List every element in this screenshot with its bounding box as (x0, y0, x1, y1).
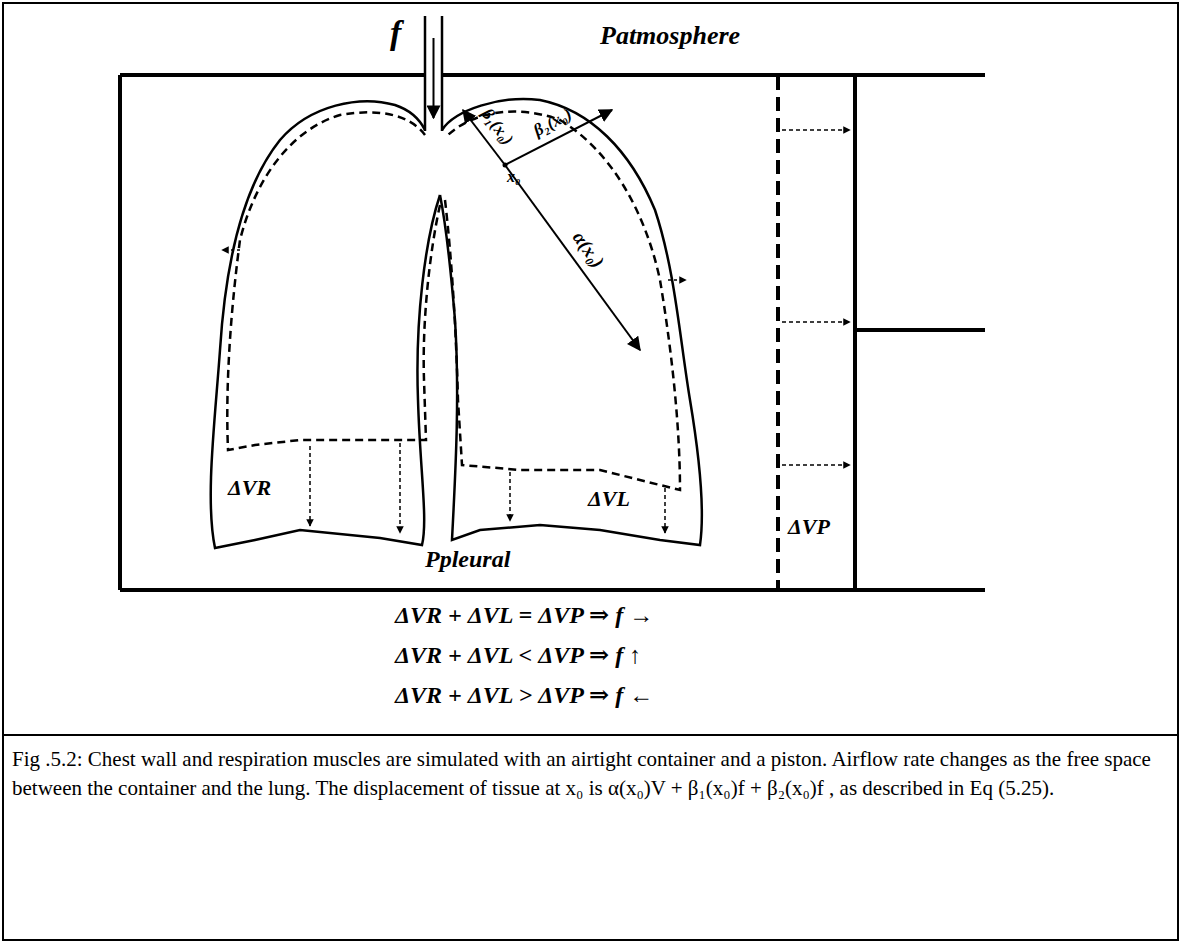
piston-old-position (776, 76, 780, 589)
point-label: x₀ (507, 168, 521, 186)
displacement-arrow (782, 464, 850, 466)
left-lung: ΔVL (437, 95, 712, 555)
tissue-point (503, 163, 508, 168)
equation: ΔVR + ΔVL = ΔVP ⇒ f → (395, 602, 653, 628)
vector-label: α(x₀) (568, 228, 608, 272)
lung-expansion-arrow (664, 488, 666, 533)
lung-expansion-arrow (509, 472, 511, 521)
equation: ΔVR + ΔVL < ΔVP ⇒ f ↑ (395, 642, 641, 668)
piston-rod (855, 328, 985, 332)
outline (211, 101, 440, 548)
alpha-vector (505, 165, 640, 350)
displacement-arrow (782, 321, 850, 323)
outline (440, 99, 702, 545)
volume-label: ΔVP (788, 515, 830, 539)
previous-outline (227, 112, 440, 450)
lung-expansion-arrow (309, 446, 311, 526)
lung-expansion-arrow (668, 279, 686, 281)
lung-expansion-arrow (222, 249, 240, 251)
previous-outline (445, 112, 680, 490)
figure-caption: Fig .5.2: Chest wall and respiration mus… (12, 745, 1167, 804)
outline (120, 75, 985, 590)
figure-border (3, 3, 1178, 940)
lung-expansion-arrow (399, 443, 401, 533)
left-lung-outline (437, 95, 712, 555)
flow-symbol: f (390, 14, 401, 51)
pleural-container-outline (120, 75, 985, 590)
pressure-label: Patmosphere (600, 22, 740, 51)
equation: ΔVR + ΔVL > ΔVP ⇒ f ← (395, 682, 653, 708)
right-lung: ΔVR (200, 95, 445, 555)
piston (853, 75, 857, 590)
pleural-container: Ppleural ΔVR ΔVL (120, 75, 985, 590)
vector-label: β₂(x₀) (531, 105, 575, 140)
airflow-arrow (433, 38, 435, 118)
caption-separator (3, 734, 1178, 736)
node-label: ΔVR (228, 476, 271, 500)
displacement-arrow (782, 129, 850, 131)
node-label: ΔVL (588, 487, 630, 511)
node-label: Ppleural (425, 546, 510, 572)
